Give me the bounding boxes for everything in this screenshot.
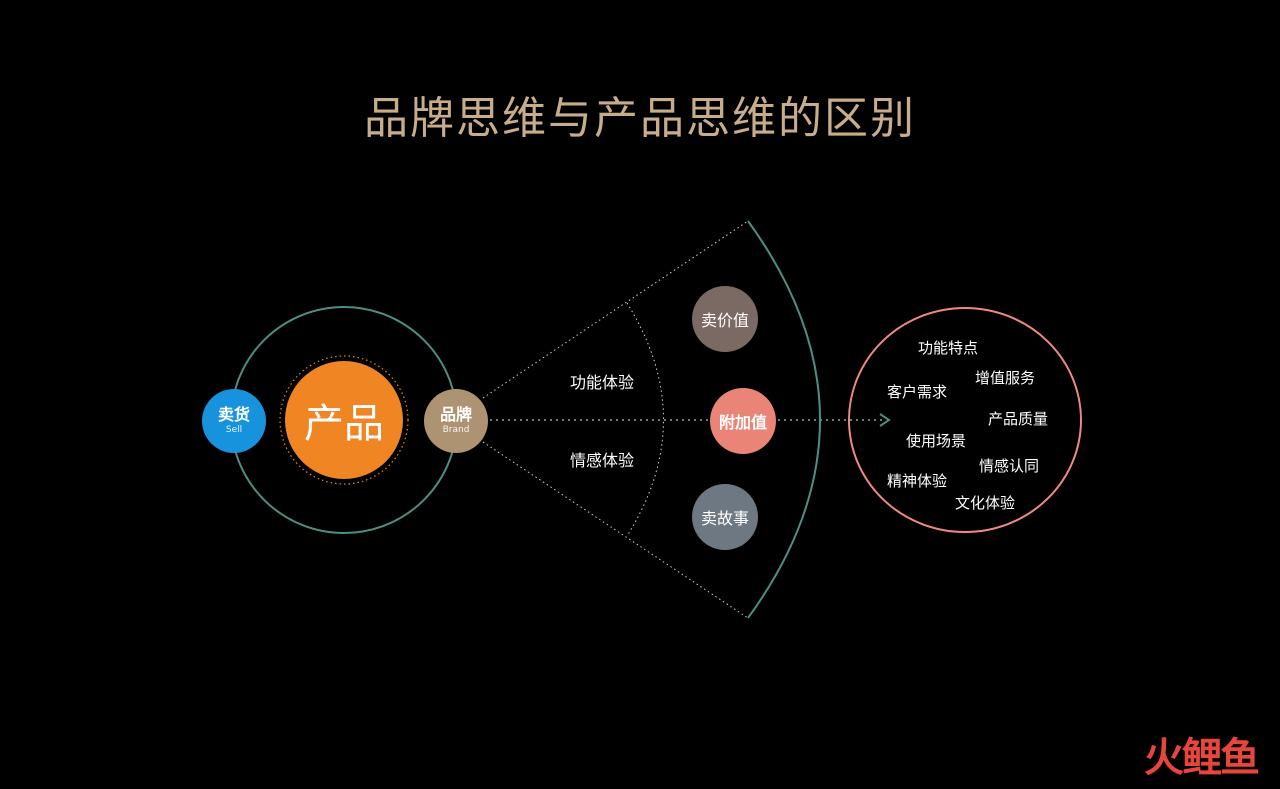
logo-text: 鲤鱼 [1182,735,1260,781]
product-dotted-ring [279,355,409,485]
sell-story-node: 卖故事 [692,484,758,550]
tag-value-added-service: 增值服务 [975,369,1036,387]
added-value-node: 附加值 [710,388,776,454]
tag-emotional-identity: 情感认同 [979,457,1040,475]
brand-label: 品牌 [439,405,472,424]
tag-usage-scenario: 使用场景 [906,432,967,450]
functional-experience-label: 功能体验 [570,373,635,392]
fire-icon: 火 [1144,735,1184,781]
brand-sublabel: Brand [442,425,470,435]
sell-value-label: 卖价值 [700,311,749,330]
added-value-label: 附加值 [718,413,767,432]
product-circle: 产品 [285,361,403,479]
sell-story-label: 卖故事 [700,509,749,528]
page-title: 品牌思维与产品思维的区别 [364,93,916,144]
tag-cultural-experience: 文化体验 [955,494,1016,512]
emotional-experience-label: 情感体验 [570,451,635,470]
tag-spiritual-experience: 精神体验 [887,472,948,490]
sell-node: 卖货 Sell [202,389,266,453]
logo: 火鲤鱼 [1144,725,1260,783]
fan-upper-edge [482,220,749,399]
sell-value-node: 卖价值 [692,286,758,352]
sell-label: 卖货 [217,405,250,424]
brand-node: 品牌 Brand [424,389,488,453]
tag-product-quality: 产品质量 [988,410,1049,428]
value-ellipse [848,307,1082,533]
value-arrow-head [879,413,891,427]
product-label: 产品 [304,401,384,447]
tag-customer-needs: 客户需求 [887,383,948,401]
tag-function-features: 功能特点 [918,339,979,357]
sell-sublabel: Sell [225,425,243,435]
